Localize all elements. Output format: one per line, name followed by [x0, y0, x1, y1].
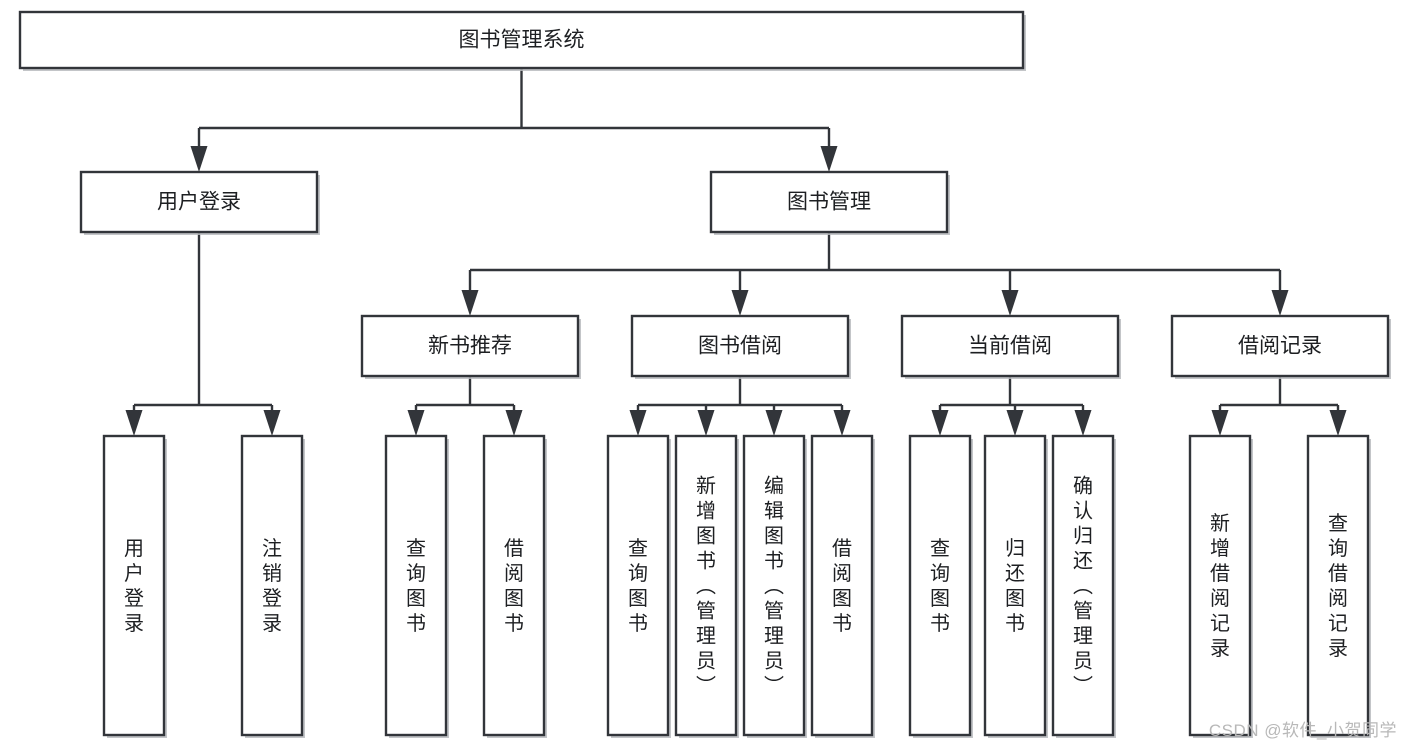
arrow-head — [697, 410, 715, 436]
node-leaf-return-book[interactable]: 归还图书 — [983, 434, 1048, 738]
node-leaf-add-book[interactable]: 新增图书︵管理员︶ — [674, 434, 739, 738]
node-current-borrow[interactable]: 当前借阅 — [900, 314, 1121, 379]
node-box[interactable] — [1188, 434, 1252, 737]
node-leaf-user-login[interactable]: 用户登录 — [102, 434, 167, 738]
node-layer: 图书管理系统用户登录图书管理新书推荐图书借阅当前借阅借阅记录用户登录注销登录查询… — [18, 10, 1391, 738]
node-new-book-rec[interactable]: 新书推荐 — [360, 314, 581, 379]
node-book-borrow[interactable]: 图书借阅 — [630, 314, 851, 379]
arrow-head — [1006, 410, 1024, 436]
node-label: 用户登录 — [124, 538, 144, 635]
node-label: 图书管理 — [787, 191, 871, 214]
node-leaf-edit-book[interactable]: 编辑图书︵管理员︶ — [742, 434, 807, 738]
node-leaf-logout[interactable]: 注销登录 — [240, 434, 305, 738]
node-label: 图书管理系统 — [459, 29, 585, 52]
node-box[interactable] — [630, 314, 850, 378]
node-label: 用户登录 — [157, 191, 241, 214]
node-box[interactable] — [18, 10, 1025, 70]
node-box[interactable] — [674, 434, 738, 737]
node-leaf-add-record[interactable]: 新增借阅记录 — [1188, 434, 1253, 738]
node-label: 查询借阅记录 — [1328, 512, 1348, 660]
node-label: 注销登录 — [262, 537, 282, 635]
node-label: 查询图书 — [406, 537, 426, 635]
arrow-head — [407, 410, 425, 436]
node-box[interactable] — [79, 170, 319, 234]
connector-layer — [125, 68, 1347, 436]
node-box[interactable] — [1306, 434, 1370, 737]
watermark-label: CSDN @软件_小贺同学 — [1208, 721, 1397, 740]
node-box[interactable] — [384, 434, 448, 737]
node-label: 新书推荐 — [428, 335, 512, 358]
arrow-head — [505, 410, 523, 436]
arrow-head — [263, 410, 281, 436]
node-root[interactable]: 图书管理系统 — [18, 10, 1026, 71]
node-label: 查询图书 — [628, 537, 648, 635]
node-box[interactable] — [742, 434, 806, 737]
node-label: 借阅图书 — [504, 537, 524, 635]
node-label: 当前借阅 — [968, 335, 1052, 358]
arrow-head — [731, 290, 749, 316]
arrow-head — [461, 290, 479, 316]
node-box[interactable] — [1051, 434, 1115, 737]
node-leaf-borrow-book-2[interactable]: 借阅图书 — [810, 434, 875, 738]
node-label: 图书借阅 — [698, 335, 782, 358]
node-label: 归还图书 — [1005, 537, 1025, 635]
arrow-head — [1329, 410, 1347, 436]
arrow-head — [820, 146, 838, 172]
node-leaf-query-book-1[interactable]: 查询图书 — [384, 434, 449, 738]
node-box[interactable] — [482, 434, 546, 737]
node-borrow-record[interactable]: 借阅记录 — [1170, 314, 1391, 379]
node-label: 编辑图书︵管理员︶ — [764, 475, 784, 698]
node-leaf-query-book-3[interactable]: 查询图书 — [908, 434, 973, 738]
node-leaf-borrow-book-1[interactable]: 借阅图书 — [482, 434, 547, 738]
arrow-head — [1211, 410, 1229, 436]
node-label: 确认归还︵管理员︶ — [1073, 475, 1093, 698]
node-box[interactable] — [102, 434, 166, 737]
node-box[interactable] — [900, 314, 1120, 378]
node-box[interactable] — [360, 314, 580, 378]
arrow-head — [1074, 410, 1092, 436]
arrow-head — [1271, 290, 1289, 316]
node-leaf-confirm-return[interactable]: 确认归还︵管理员︶ — [1051, 434, 1116, 738]
node-box[interactable] — [983, 434, 1047, 737]
node-box[interactable] — [1170, 314, 1390, 378]
node-book-manage[interactable]: 图书管理 — [709, 170, 950, 235]
arrow-head — [125, 410, 143, 436]
node-box[interactable] — [709, 170, 949, 234]
node-box[interactable] — [810, 434, 874, 737]
node-label: 借阅记录 — [1238, 335, 1322, 358]
node-box[interactable] — [606, 434, 670, 737]
node-leaf-query-record[interactable]: 查询借阅记录 — [1306, 434, 1371, 738]
node-box[interactable] — [240, 434, 304, 737]
arrow-head — [833, 410, 851, 436]
arrow-head — [1001, 290, 1019, 316]
node-label: 借阅图书 — [832, 537, 852, 635]
node-user-login[interactable]: 用户登录 — [79, 170, 320, 235]
arrow-head — [190, 146, 208, 172]
arrow-head — [629, 410, 647, 436]
node-box[interactable] — [908, 434, 972, 737]
node-label: 新增借阅记录 — [1210, 512, 1230, 660]
arrow-head — [931, 410, 949, 436]
arrow-head — [765, 410, 783, 436]
node-label: 新增图书︵管理员︶ — [696, 475, 716, 698]
node-label: 查询图书 — [930, 537, 950, 635]
node-leaf-query-book-2[interactable]: 查询图书 — [606, 434, 671, 738]
